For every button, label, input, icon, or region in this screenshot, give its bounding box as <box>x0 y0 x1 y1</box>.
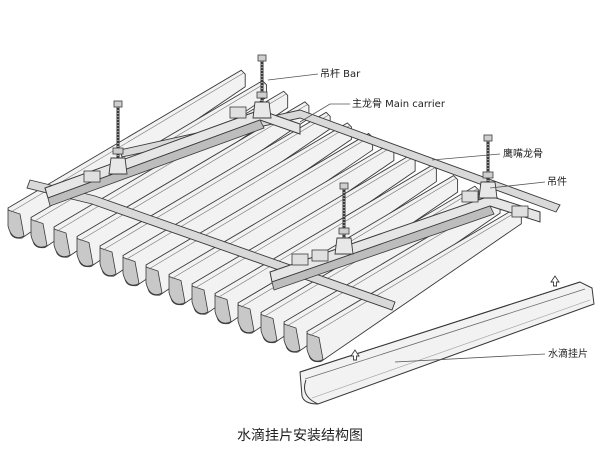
rod-nut <box>339 182 349 190</box>
carrier-clip <box>311 249 329 262</box>
drip-panel-end <box>306 332 324 362</box>
drip-panel-end <box>191 285 209 315</box>
drip-panel-end <box>237 304 255 334</box>
drip-panel-flange <box>309 209 520 336</box>
callout-leaders <box>267 73 546 363</box>
up-arrow-icon <box>350 349 360 361</box>
drip-panel-flange <box>194 157 414 289</box>
label-eagle-beak-keel: 鹰嘴龙骨 <box>503 147 543 160</box>
label-drip-panel: 水滴挂片 <box>548 347 588 360</box>
label-hanger: 吊件 <box>547 176 567 188</box>
drip-panel-end <box>214 294 232 324</box>
carrier-clip <box>229 106 247 119</box>
drip-panel-flange <box>171 146 393 279</box>
drip-panel-flange <box>102 115 329 251</box>
diagram-caption: 水滴挂片安装结构图 <box>237 427 363 444</box>
carrier-clip <box>83 170 101 183</box>
drip-panel-flange <box>217 167 435 298</box>
rod-nut <box>113 100 123 108</box>
main-carrier-face <box>47 119 265 207</box>
hanger-bracket <box>478 181 498 199</box>
drip-panel-end <box>7 209 25 239</box>
up-arrow-icon <box>550 275 560 287</box>
drip-panel-end <box>145 266 163 296</box>
rod-nut <box>482 171 494 179</box>
carrier-clip <box>461 190 479 203</box>
drip-panel-end <box>30 218 48 248</box>
main-carrier-face <box>271 205 495 291</box>
drip-panel-end <box>99 247 117 277</box>
drip-panel-end <box>53 228 71 258</box>
label-main-carrier: 主龙骨 Main carrier <box>352 97 446 110</box>
drip-panel-end <box>76 237 94 267</box>
rod-nut <box>256 91 268 99</box>
eagle-beak-keel <box>119 109 561 213</box>
drip-panel-end <box>260 313 278 343</box>
carrier-clip <box>511 205 529 218</box>
rod-nut <box>483 134 493 142</box>
drip-panel-flange <box>125 125 350 260</box>
rod-nut <box>257 54 267 62</box>
drip-panel-end <box>122 256 140 286</box>
hanger-rods <box>108 54 498 255</box>
single-drip-panel <box>299 275 595 405</box>
drip-panel-end <box>168 275 186 305</box>
drip-panel-end <box>283 323 301 353</box>
drip-panel-flange <box>148 136 371 270</box>
rod-nut <box>112 147 124 155</box>
rod-nut <box>338 227 350 235</box>
drip-panel-flange <box>79 104 308 241</box>
carrier-clip <box>291 253 309 266</box>
hanger-bracket <box>108 157 128 175</box>
label-bar: 吊杆 Bar <box>320 68 361 80</box>
drip-panel-array <box>7 69 522 363</box>
hanger-bracket <box>334 237 354 255</box>
hanger-bracket <box>252 101 272 119</box>
